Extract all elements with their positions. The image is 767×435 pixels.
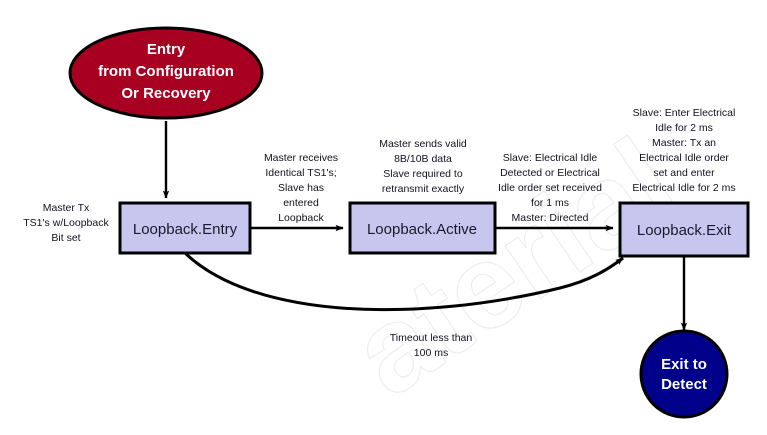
edge-label-line: Master sends valid <box>379 138 467 150</box>
edge-label-line: Idle order set received <box>498 182 602 194</box>
edge-label-line: TS1's w/Loopback <box>23 217 109 229</box>
edge-label-line: Loopback <box>278 212 324 224</box>
end-node-exit-to-detect[interactable]: Exit to Detect <box>639 329 729 419</box>
edge-label-line: retransmit exactly <box>382 183 465 195</box>
edge-label-line: Timeout less than <box>390 332 473 344</box>
edge-label-line: Master: Directed <box>511 212 588 224</box>
start-node-line-1: Entry <box>147 41 186 58</box>
edge-label-line: Slave: Enter Electrical <box>633 107 736 119</box>
arrow-curve <box>183 251 624 312</box>
start-node-ellipse[interactable] <box>68 26 264 120</box>
edge-label-line: for 1 ms <box>531 197 569 209</box>
edge-label-line: 8B/10B data <box>394 153 452 165</box>
start-node-entry-from-configuration[interactable]: Entry from Configuration Or Recovery <box>68 26 264 120</box>
loopback-entry-label: Loopback.Entry <box>133 221 238 238</box>
edge-label-master-tx-ts1-loopback-bit-set: Master Tx TS1's w/Loopback Bit set <box>23 202 109 244</box>
loopback-exit-box[interactable] <box>618 201 750 258</box>
exit-to-detect-line-1: Exit to <box>661 356 707 373</box>
edge-label-master-sends-valid-8b10b-data: Master sends valid 8B/10B data Slave req… <box>379 138 467 195</box>
edge-label-line: entered <box>283 197 319 209</box>
start-node-line-2: from Configuration <box>98 63 234 80</box>
edge-label-line: Slave has <box>278 182 324 194</box>
edge-label-line: Slave: Electrical Idle <box>503 152 598 164</box>
edge-label-line: Identical TS1's; <box>265 167 336 179</box>
edge-label-slave-enter-electrical-idle-2ms: Slave: Enter Electrical Idle for 2 ms Ma… <box>632 107 735 194</box>
edge-label-line: Idle for 2 ms <box>655 122 713 134</box>
edge-label-timeout-less-than-100ms: Timeout less than 100 ms <box>390 332 473 359</box>
exit-to-detect-circle[interactable] <box>639 329 729 419</box>
edge-label-line: 100 ms <box>414 347 448 359</box>
edge-label-line: Bit set <box>51 232 80 244</box>
edge-label-line: Master Tx <box>43 202 90 214</box>
edge-label-line: Detected or Electrical <box>500 167 600 179</box>
edge-label-line: Electrical Idle order <box>639 152 729 164</box>
exit-to-detect-line-2: Detect <box>661 376 707 393</box>
edge-label-line: set and enter <box>653 167 715 179</box>
loopback-exit-label: Loopback.Exit <box>637 222 732 239</box>
edge-label-line: Master receives <box>264 152 338 164</box>
edge-loopback-entry-to-loopback-exit-timeout <box>183 251 624 312</box>
start-node-line-3: Or Recovery <box>121 85 211 102</box>
edge-label-master-receives-identical-ts1s: Master receives Identical TS1's; Slave h… <box>264 152 338 224</box>
loopback-entry-box[interactable] <box>118 201 252 255</box>
state-node-loopback-exit[interactable]: Loopback.Exit <box>618 201 750 258</box>
edge-label-line: Slave required to <box>383 168 463 180</box>
edge-label-line: Electrical Idle for 2 ms <box>632 182 735 194</box>
loopback-active-label: Loopback.Active <box>367 221 477 238</box>
edge-label-line: Master: Tx an <box>652 137 716 149</box>
state-node-loopback-entry[interactable]: Loopback.Entry <box>118 201 252 255</box>
edge-label-slave-electrical-idle-detected: Slave: Electrical Idle Detected or Elect… <box>498 152 602 224</box>
loopback-active-box[interactable] <box>348 201 497 255</box>
state-node-loopback-active[interactable]: Loopback.Active <box>348 201 497 255</box>
